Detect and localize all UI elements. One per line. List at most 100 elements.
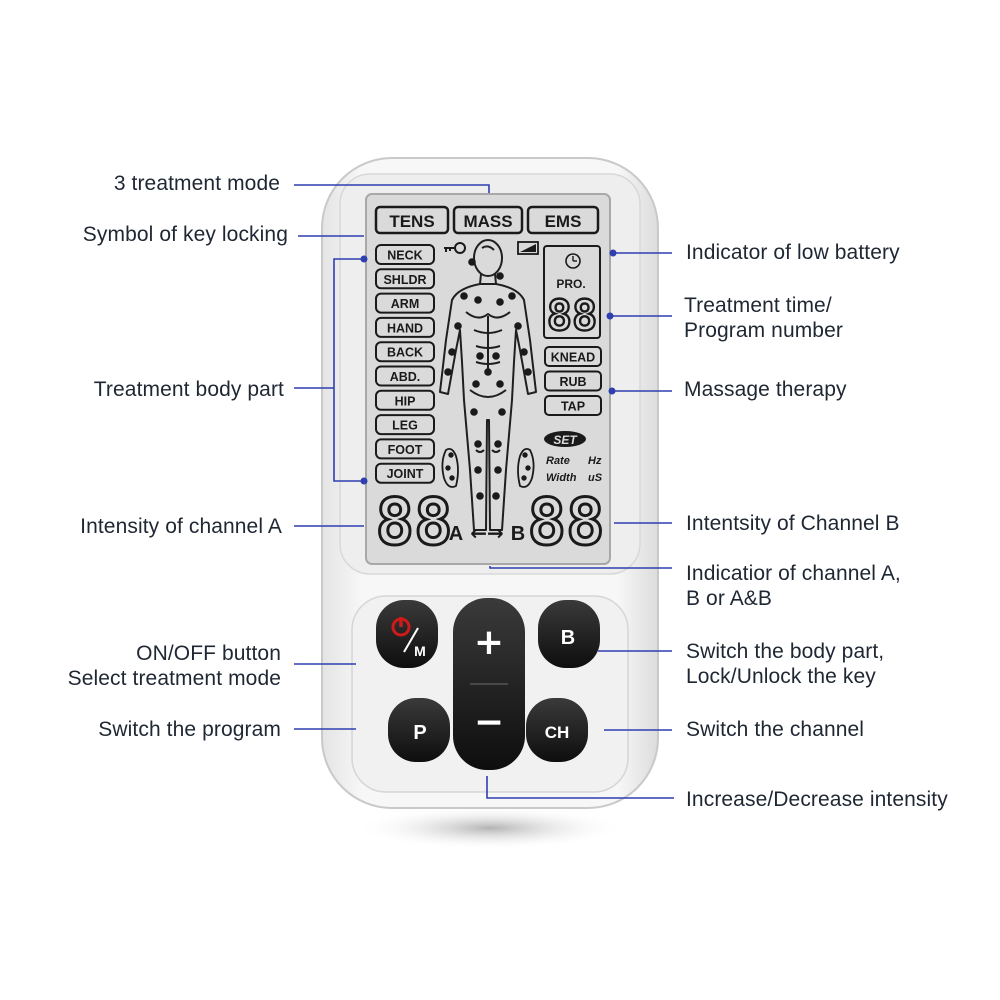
- power-mode-label: M: [414, 643, 426, 659]
- callout-on-off-line1: ON/OFF button: [136, 642, 281, 665]
- treatment-point-dot: [474, 296, 482, 304]
- channel-b-digits: 88: [527, 486, 604, 560]
- timer-icon: [565, 253, 581, 269]
- set-label: SET: [553, 433, 578, 447]
- minus-label: −: [474, 702, 504, 743]
- body-part-label: BACK: [387, 346, 423, 360]
- massage-mode-label: RUB: [559, 375, 586, 389]
- treatment-point-dot: [496, 380, 504, 388]
- treatment-point-dot: [496, 272, 504, 280]
- channel-b-letter: B: [511, 523, 525, 545]
- treatment-points: [444, 258, 532, 500]
- body-part-label: ARM: [391, 297, 419, 311]
- body-part-box: [375, 316, 435, 338]
- callout-intensity-b: Intentsity of Channel B: [686, 512, 900, 535]
- mode-tens: TENS: [389, 212, 434, 231]
- treatment-point-dot: [508, 292, 516, 300]
- body-part-box: [375, 462, 435, 484]
- callout-increase-decrease: Increase/Decrease intensity: [686, 788, 948, 811]
- body-part-label: HAND: [387, 321, 423, 335]
- treatment-point-dot: [476, 352, 484, 360]
- leader-lines: [294, 184, 674, 799]
- treatment-point-dot: [492, 352, 500, 360]
- low-battery-icon: [517, 241, 539, 255]
- treatment-point-dot: [460, 292, 468, 300]
- callout-switch-program: Switch the program: [98, 718, 281, 741]
- treatment-point-dot: [470, 408, 478, 416]
- program-button[interactable]: P: [388, 698, 450, 762]
- callout-channel-indicator-line2: B or A&B: [686, 587, 773, 610]
- width-unit: uS: [588, 472, 603, 484]
- callout-body-part: Treatment body part: [93, 378, 284, 401]
- pro-label: PRO.: [556, 277, 585, 291]
- power-mode-button[interactable]: M: [376, 600, 438, 668]
- callout-time-program-line2: Program number: [684, 319, 843, 342]
- time-program-box: PRO. 88: [543, 245, 601, 341]
- treatment-point-dot: [454, 322, 462, 330]
- callout-switch-body: Switch the body part, Lock/Unlock the ke…: [686, 639, 884, 689]
- channel-a-letter: A: [449, 523, 463, 545]
- callout-channel-indicator: Indicatior of channel A, B or A&B: [686, 561, 901, 611]
- body-part-label: FOOT: [388, 443, 423, 457]
- callout-switch-body-line2: Lock/Unlock the key: [686, 665, 876, 688]
- treatment-point-dot: [448, 348, 456, 356]
- callout-time-program-line1: Treatment time/: [684, 294, 832, 317]
- program-label: P: [413, 722, 426, 744]
- callout-channel-indicator-line1: Indicatior of channel A,: [686, 562, 901, 585]
- callout-low-battery: Indicator of low battery: [686, 241, 900, 264]
- channel-a-digits: 88: [375, 486, 452, 560]
- foot-icon-left: [441, 447, 459, 488]
- treatment-point-dot: [472, 380, 480, 388]
- body-part-label: HIP: [395, 394, 416, 408]
- key-lock-icon: [444, 242, 466, 254]
- body-part-box: [375, 389, 435, 411]
- treatment-point-dot: [514, 322, 522, 330]
- treatment-point-dot: [498, 408, 506, 416]
- leader-channel-indicator: [489, 566, 672, 569]
- treatment-point-dot: [492, 492, 500, 500]
- callout-switch-channel: Switch the channel: [686, 718, 865, 741]
- mode-mass: MASS: [463, 212, 512, 231]
- set-badge: SET: [544, 431, 586, 447]
- body-part-label: JOINT: [387, 467, 424, 481]
- massage-mode-box: [544, 395, 602, 416]
- massage-mode-label: TAP: [561, 400, 585, 414]
- body-part-box: [375, 365, 435, 387]
- body-part-box: [375, 341, 435, 363]
- treatment-point-dot: [524, 368, 532, 376]
- program-digits: 88: [547, 291, 598, 340]
- body-part-label: SHLDR: [383, 273, 426, 287]
- massage-mode-box: [544, 346, 602, 367]
- channel-button[interactable]: CH: [526, 698, 588, 762]
- human-body-figure-icon: [439, 239, 537, 531]
- massage-mode-box: [544, 370, 602, 392]
- body-part-label: LEG: [392, 419, 418, 433]
- width-label: Width: [546, 472, 577, 484]
- treatment-point-dot: [474, 466, 482, 474]
- treatment-point-dot: [520, 348, 528, 356]
- body-part-box: [375, 438, 435, 460]
- leader-increase-decrease: [486, 776, 674, 799]
- treatment-point-dot: [494, 440, 502, 448]
- lcd-screen: [365, 193, 611, 565]
- foot-icon-right: [517, 447, 535, 488]
- treatment-point-dot: [494, 466, 502, 474]
- body-part-label: ABD.: [390, 370, 421, 384]
- intensity-rocker-button[interactable]: + −: [453, 598, 525, 770]
- plus-label: +: [474, 622, 504, 663]
- body-part-button[interactable]: B: [538, 600, 600, 668]
- channel-label: CH: [545, 723, 570, 742]
- body-label: B: [561, 627, 575, 649]
- treatment-point-dot: [496, 298, 504, 306]
- treatment-point-dot: [468, 258, 476, 266]
- rate-label: Rate: [546, 455, 570, 467]
- callout-switch-body-line1: Switch the body part,: [686, 640, 885, 663]
- rate-unit: Hz: [588, 455, 602, 467]
- body-part-box: [375, 292, 435, 314]
- treatment-point-dot: [476, 492, 484, 500]
- leader-body-part: [333, 258, 364, 482]
- mode-ems: EMS: [545, 212, 582, 231]
